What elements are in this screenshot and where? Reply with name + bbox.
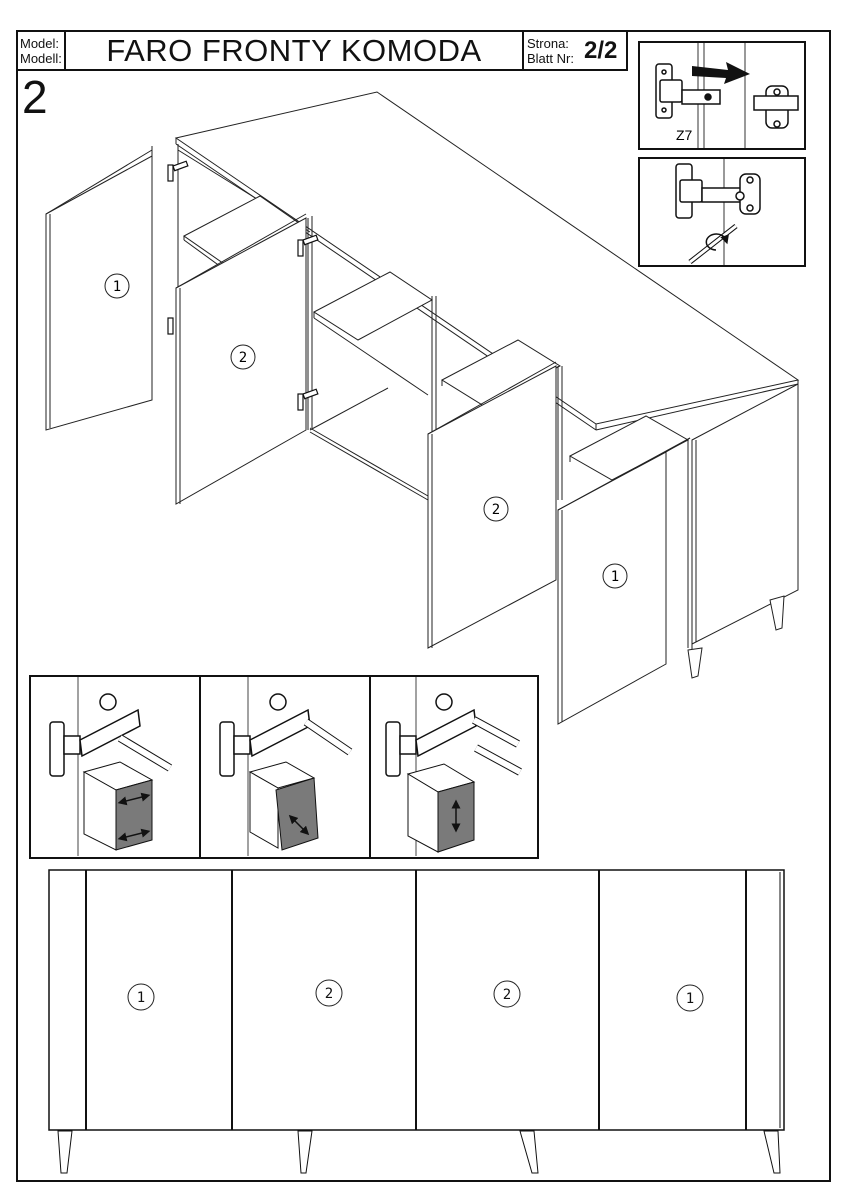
hinge-icon (385, 693, 477, 777)
iso-part-labels: 1 2 2 1 (104, 273, 628, 589)
page-label-pl: Strona: (527, 35, 569, 51)
iso-door-label: 2 (239, 350, 247, 366)
adjustment-panel-height (385, 677, 522, 856)
diagonal-double-arrow-icon (288, 814, 310, 836)
front-legs (57, 1130, 781, 1174)
horizontal-double-arrow-icon (117, 792, 151, 806)
hinge-assembled-icon (675, 163, 761, 219)
hinge-detail-clip-on: Z7 (638, 41, 806, 150)
hinge-icon (219, 693, 311, 777)
leg-rear-right (769, 595, 785, 631)
document-title: FARO FRONTY KOMODA (66, 32, 524, 69)
cabinet-right-side (691, 383, 799, 645)
iso-door-label: 1 (611, 569, 619, 585)
isometric-cabinet (151, 91, 800, 679)
front-door-label: 1 (686, 991, 694, 1007)
page-cell: Strona: Blatt Nr: 2/2 (524, 32, 626, 69)
door-left-1 (45, 149, 153, 431)
mounting-plate-icon (753, 85, 799, 129)
arrow-right-icon (692, 62, 750, 84)
shelf-right-1 (440, 339, 562, 407)
hinge-detail-tighten (638, 157, 806, 267)
shelf-right-2 (568, 415, 690, 481)
hinge-cup-icon (655, 63, 721, 119)
front-leg (763, 1130, 781, 1174)
horizontal-double-arrow-icon (117, 828, 151, 842)
rotate-arrow-icon (705, 233, 729, 251)
model-label-de: Modell: (20, 50, 62, 66)
adjustment-panel-depth (219, 677, 353, 856)
step-number: 2 (22, 71, 48, 123)
title-block: Model: Modell: FARO FRONTY KOMODA Strona… (16, 30, 628, 71)
front-view: 1 2 2 1 (48, 869, 785, 1174)
hinge-caption: Z7 (676, 127, 693, 143)
front-door-label: 2 (325, 986, 333, 1002)
model-label-pl: Model: (20, 35, 60, 51)
page-number: 2/2 (583, 36, 618, 64)
hinge-icon (167, 160, 189, 182)
hinge-icon (297, 234, 319, 257)
door-adjust-cube (248, 761, 319, 851)
front-door-label: 1 (137, 990, 145, 1006)
model-label-cell: Model: Modell: (18, 32, 66, 69)
front-leg (297, 1130, 313, 1174)
front-door-label: 2 (503, 987, 511, 1003)
hinge-icon (49, 693, 141, 777)
iso-door-label: 1 (113, 279, 121, 295)
door-adjust-cube (82, 761, 154, 851)
iso-door-label: 2 (492, 502, 500, 518)
adjustment-panels (29, 675, 539, 859)
door-adjust-cube (406, 763, 476, 853)
adjustment-panel-side (49, 677, 173, 856)
page-label-de: Blatt Nr: (527, 50, 574, 66)
leg-front-right (687, 647, 703, 679)
front-leg (57, 1130, 73, 1174)
hinge-icon (167, 317, 174, 335)
front-leg (519, 1130, 539, 1174)
hinge-icons-iso (167, 160, 319, 411)
hinge-icon (297, 388, 319, 411)
